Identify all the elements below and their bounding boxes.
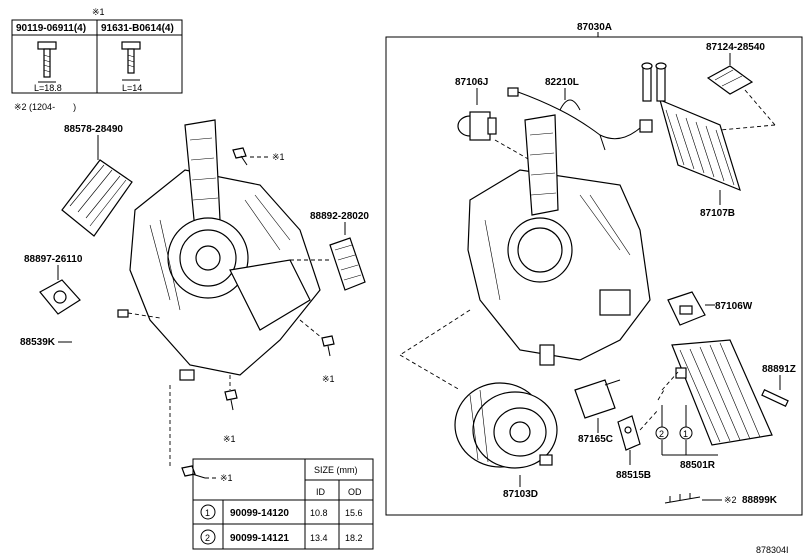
label-88501R: 88501R (680, 460, 716, 471)
bolt-icon (121, 41, 141, 81)
label-87165C: 87165C (578, 434, 613, 445)
connector-part (329, 237, 366, 291)
screw-note-3: ※1 (223, 434, 236, 444)
filter-part (61, 159, 133, 237)
label-87124-28540: 87124-28540 (706, 42, 765, 53)
bracket-part (617, 415, 641, 451)
screw-note-1: ※1 (272, 152, 285, 162)
blower-motor-part (454, 382, 558, 469)
callout-1: 1 (683, 429, 688, 439)
note-2: ※2 (1204- ) (14, 102, 76, 112)
size-row-2-id: 13.4 (310, 533, 328, 543)
label-88578-28490: 88578-28490 (64, 124, 123, 135)
fastener-part-2: 91631-B0614(4) (101, 23, 174, 34)
label-88891Z: 88891Z (762, 364, 796, 375)
actuator-w-part (667, 291, 706, 326)
size-row-2-part: 90099-14121 (230, 533, 289, 544)
size-table: SIZE (mm) ID OD 1 90099-14120 10.8 15.6 … (192, 458, 374, 550)
size-row-2-od: 18.2 (345, 533, 363, 543)
size-row-1-part: 90099-14120 (230, 508, 289, 519)
bolt-icon (37, 41, 57, 83)
size-row-1-id: 10.8 (310, 508, 328, 518)
screw-icon (224, 389, 238, 411)
size-row-1-num: 1 (205, 508, 210, 518)
screw-note-4: ※1 (220, 473, 233, 483)
seal-part (706, 65, 754, 95)
callout-2: 2 (659, 429, 664, 439)
hose-part (69, 302, 129, 355)
label-88897-26110: 88897-26110 (24, 254, 83, 265)
label-87107B: 87107B (700, 208, 735, 219)
label-87030A: 87030A (577, 22, 612, 33)
clip-part (664, 493, 701, 504)
actuator-j-part (457, 111, 497, 141)
screw-icon (232, 147, 248, 166)
diagram-code: 878304I (756, 545, 789, 555)
size-row-1-od: 15.6 (345, 508, 363, 518)
heater-core-part (641, 62, 741, 192)
evaporator-part (671, 339, 773, 446)
housing-right (467, 114, 651, 366)
grommet-part (39, 279, 81, 315)
wire-harness-part (507, 87, 653, 151)
label-82210L: 82210L (545, 77, 579, 88)
resistor-part (574, 379, 621, 419)
fastener-length-2: L=14 (122, 83, 142, 93)
right-assembly: 87030A 87106J 82210L (385, 22, 803, 516)
screw-icon (181, 465, 206, 479)
screw-note-2: ※1 (322, 374, 335, 384)
fastener-table: ※1 90119-06911(4) 91631-B0614(4) L=18.8 … (11, 7, 183, 94)
clip-note-2: ※2 (724, 495, 737, 505)
label-87103D: 87103D (503, 489, 538, 500)
label-88892-28020: 88892-28020 (310, 211, 369, 222)
fastener-length-1: L=18.8 (34, 83, 62, 93)
fastener-table-note: ※1 (92, 7, 105, 17)
left-assembly: 88578-28490 (20, 119, 369, 483)
size-row-2-num: 2 (205, 533, 210, 543)
label-88539K: 88539K (20, 337, 56, 348)
size-col-od: OD (348, 487, 362, 497)
expansion-valve-part (761, 388, 789, 408)
label-88515B: 88515B (616, 470, 651, 481)
fastener-part-1: 90119-06911(4) (16, 23, 86, 34)
label-87106J: 87106J (455, 77, 488, 88)
label-87106W: 87106W (715, 301, 753, 312)
housing-left (129, 119, 321, 381)
screw-icon (321, 335, 335, 357)
label-88899K: 88899K (742, 495, 778, 506)
size-table-title: SIZE (mm) (314, 465, 358, 475)
size-col-id: ID (316, 487, 326, 497)
